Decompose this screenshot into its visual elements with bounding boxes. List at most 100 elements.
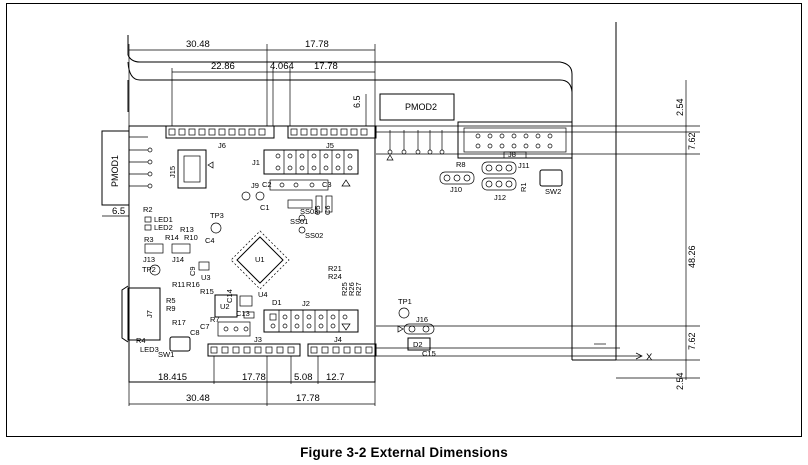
r5-label: R5 (166, 296, 176, 305)
tp3: TP3 C4 (205, 211, 224, 245)
figure-caption: Figure 3-2 External Dimensions (300, 445, 508, 460)
u3-area: C9 U3 (188, 261, 211, 282)
ss03-label: SS03 (300, 207, 318, 216)
r16-label: R16 (186, 280, 200, 289)
right-resistors: R21 R24 R25 R26 R27 (328, 264, 363, 296)
r9-label: R9 (166, 304, 176, 313)
j3-label: J3 (254, 335, 262, 344)
c4-label: C4 (205, 236, 215, 245)
d1-label: D1 (272, 298, 282, 307)
j14-label: J14 (172, 255, 184, 264)
j11-label: J11 (518, 161, 530, 170)
u2-chip: U2 (214, 294, 238, 318)
r21-label: R21 (328, 264, 342, 273)
j1-label: J1 (252, 158, 260, 167)
tp1-area: TP1 J16 D2 C15 (397, 297, 436, 358)
u1-chip: U1 (230, 230, 290, 290)
dim-top-inner-left: 22.86 (211, 61, 235, 72)
pmod1-label: PMOD1 (110, 155, 120, 187)
pmod1-pins (129, 136, 153, 189)
pmod1-connector (101, 130, 130, 206)
j9-label: J9 (251, 181, 259, 190)
dim-pmod2-offset: 6.5 (352, 95, 362, 108)
c2-label: C2 (262, 180, 272, 189)
ss02-label: SS02 (305, 231, 323, 240)
j5-label: J5 (326, 141, 334, 150)
left-leds: R2 LED1 LED2 R3 R13 R14 R10 J13 J14 TP2 (142, 205, 198, 276)
r2-label: R2 (143, 205, 153, 214)
pmod2-label: PMOD2 (405, 102, 437, 112)
j8-connector: J8 (457, 121, 573, 159)
sw1-switch: R4 LED3 SW1 (136, 336, 191, 359)
j2-label: J2 (302, 299, 310, 308)
j4-header: J4 (307, 335, 377, 357)
dim-right-upper: 7.62 (687, 132, 697, 150)
dim-bottom-inner-3: 5.08 (294, 372, 313, 383)
c9-label: C9 (188, 266, 197, 276)
j8-label: J8 (508, 150, 516, 159)
drawing-frame (6, 3, 802, 437)
j3-header: J3 (207, 335, 301, 357)
led1-label: LED1 (154, 215, 173, 224)
r1-label: R1 (519, 182, 528, 192)
j4-label: J4 (334, 335, 342, 344)
c15-label: C15 (422, 349, 436, 358)
dimension-drawing: 30.48 17.78 22.86 4.064 17.78 6.5 PMOD2 (101, 22, 700, 406)
dim-top-inner-right: 17.78 (314, 61, 338, 72)
u2-label: U2 (220, 302, 230, 311)
x-axis-label: X (646, 352, 653, 363)
j1-j5-header: J1 J5 (252, 141, 359, 187)
r27b-label: R17 (172, 318, 186, 327)
dim-pmod1-offset: 6.5 (112, 206, 125, 217)
dim-bottom-inner-1: 18.415 (158, 372, 187, 383)
r13-label: R13 (180, 225, 194, 234)
r27-label: R27 (354, 282, 363, 296)
r11-label: R11 (172, 280, 185, 289)
u3-label: U3 (201, 273, 211, 282)
small-connector (217, 321, 251, 337)
u4-label: U4 (258, 290, 268, 299)
dim-right-top: 2.54 (675, 98, 685, 116)
r24-label: R24 (328, 272, 342, 281)
tp2-label: TP2 (142, 265, 156, 274)
j16-label: J16 (416, 315, 428, 324)
r7-label: R7 (210, 315, 220, 324)
upper-components: C2 C3 J9 C1 SS01 SS02 SS03 C5 C6 (241, 179, 333, 240)
j2-header: J2 (263, 299, 359, 333)
r14-label: R14 (165, 233, 179, 242)
dim-right-bottom: 2.54 (675, 372, 685, 390)
r25-label: R25 (340, 282, 349, 296)
led2-label: LED2 (154, 223, 173, 232)
j12-label: J12 (494, 193, 506, 202)
j15-label: J15 (168, 166, 177, 178)
j10-j12-area: R8 J10 J11 J12 R1 SW2 (439, 160, 563, 202)
tp3-label: TP3 (210, 211, 224, 220)
led3-label: LED3 (140, 345, 159, 354)
j7-usb: J7 R11 R16 R15 R5 R9 R17 (121, 280, 214, 343)
dim-bottom-outer-left: 30.48 (186, 393, 210, 404)
top-dimensions: 30.48 17.78 22.86 4.064 17.78 6.5 (128, 39, 376, 126)
r8-label: R8 (456, 160, 466, 169)
dim-right-lower: 7.62 (687, 332, 697, 350)
right-dimensions: 2.54 7.62 48.26 7.62 2.54 (675, 80, 697, 390)
c5-label: C5 (313, 205, 322, 215)
j6-header: J6 (165, 125, 377, 150)
sw1-label: SW1 (158, 350, 174, 359)
j6-label: J6 (218, 141, 226, 150)
dim-top-outer-left: 30.48 (186, 39, 210, 50)
reference-lines: X (376, 125, 700, 379)
dim-bottom-outer-right: 17.78 (296, 393, 320, 404)
c1-label: C1 (260, 203, 270, 212)
dim-top-outer-right: 17.78 (305, 39, 329, 50)
u1-label: U1 (255, 255, 265, 264)
c3-label: C3 (322, 180, 332, 189)
bottom-dimensions: 18.415 17.78 5.08 12.7 30.48 17.78 (128, 356, 376, 406)
r3-label: R3 (144, 235, 154, 244)
tp1-label: TP1 (398, 297, 412, 306)
c13-label: C13 (236, 309, 250, 318)
d2-label: D2 (413, 340, 423, 349)
r26-label: R26 (347, 282, 356, 296)
j10-label: J10 (450, 185, 462, 194)
c6-label: C6 (323, 205, 332, 215)
r15-label: R15 (200, 287, 214, 296)
